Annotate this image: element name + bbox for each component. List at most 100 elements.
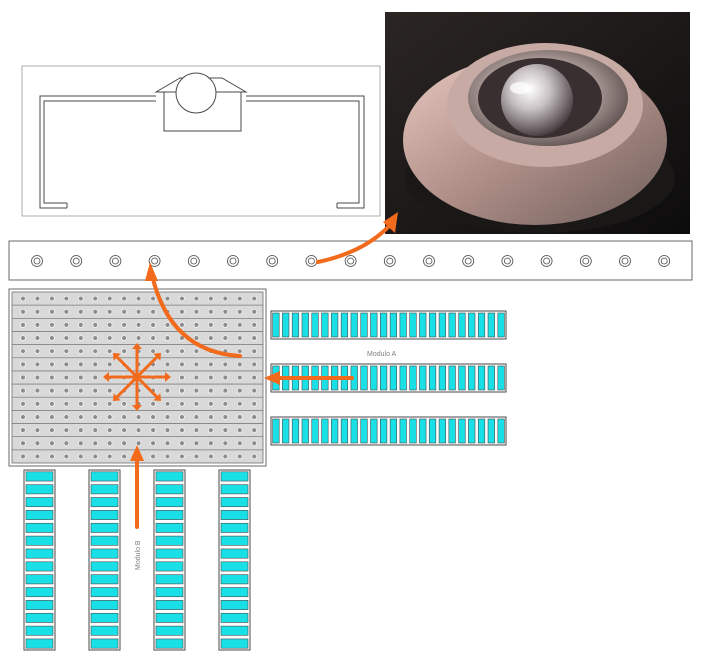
table-ball	[63, 309, 70, 315]
conveyor-slat	[90, 510, 119, 520]
table-ball	[121, 401, 127, 407]
table-ball	[208, 309, 214, 315]
table-ball	[20, 440, 26, 446]
conveyor-slat	[448, 418, 456, 444]
star-arrow-shaft	[135, 355, 159, 379]
table-ball	[179, 335, 185, 341]
conveyor-slat	[389, 418, 397, 444]
table-ball	[34, 427, 41, 433]
conveyor-slat	[399, 418, 407, 444]
table-ball	[63, 440, 70, 446]
table-ball	[135, 295, 142, 302]
arrow-from-module-a-head	[264, 371, 280, 385]
star-arrow-head	[153, 393, 162, 402]
conveyor-slat	[220, 497, 249, 508]
table-ball	[121, 335, 127, 341]
table-ball	[63, 322, 70, 328]
table-ball	[164, 387, 171, 394]
table-ball	[20, 387, 26, 394]
conveyor-slat	[458, 365, 466, 391]
conveyor-slat	[380, 365, 388, 391]
table-ball	[179, 440, 185, 446]
table-ball	[49, 427, 55, 433]
conveyor-slat	[220, 587, 249, 598]
strip-ball	[423, 255, 435, 267]
table-ball	[237, 374, 243, 381]
table-ball	[106, 335, 113, 341]
table-ball	[92, 453, 98, 460]
table-ball	[222, 387, 229, 394]
module-b-conveyor	[218, 469, 251, 651]
table-ball	[106, 309, 113, 315]
table-ball	[179, 453, 185, 460]
table-ball	[179, 361, 185, 368]
module-a-conveyor	[270, 416, 507, 446]
table-ball	[237, 309, 243, 315]
table-ball	[78, 322, 84, 328]
table-ball	[193, 414, 200, 420]
table-ball	[78, 427, 84, 433]
table-ball	[92, 401, 98, 407]
table-ball	[34, 348, 41, 354]
conveyor-slat	[155, 548, 184, 559]
table-ball	[208, 322, 214, 328]
conveyor-slat	[428, 312, 437, 338]
table-ball	[78, 453, 84, 460]
module-b-conveyor	[88, 469, 121, 651]
module-b-conveyor	[153, 469, 186, 651]
table-ball	[92, 414, 98, 420]
table-ball	[222, 453, 229, 460]
table-ball	[251, 427, 257, 433]
conveyor-slat	[419, 365, 427, 391]
table-ball	[106, 453, 113, 460]
table-ball	[106, 387, 113, 394]
table-ball	[20, 309, 26, 315]
conveyor-slat	[25, 510, 54, 520]
table-ball	[150, 335, 156, 341]
table-ball	[179, 322, 185, 328]
conveyor-slat	[155, 600, 184, 610]
conveyor-slat	[220, 535, 249, 546]
table-ball	[92, 335, 98, 341]
table-ball	[121, 295, 127, 302]
conveyor-slat	[220, 471, 249, 482]
table-ball	[121, 440, 127, 446]
table-ball	[193, 401, 200, 407]
table-ball	[237, 348, 243, 354]
table-ball	[49, 387, 55, 394]
table-ball	[179, 374, 185, 381]
strip-ball	[227, 255, 239, 267]
conveyor-slat	[220, 612, 249, 623]
table-ball	[135, 309, 142, 315]
table-ball	[237, 401, 243, 407]
conveyor-slat	[438, 418, 446, 444]
table-ball	[251, 295, 257, 302]
conveyor-slat	[25, 625, 54, 636]
conveyor-slat	[90, 600, 119, 610]
conveyor-slat	[350, 418, 358, 444]
table-ball	[208, 401, 214, 407]
module-b-conveyor	[23, 469, 56, 651]
table-ball	[251, 374, 257, 381]
table-ball	[20, 453, 26, 460]
table-ball	[222, 427, 229, 433]
table-ball	[150, 453, 156, 460]
conveyor-slat	[389, 365, 397, 391]
strip-ball	[305, 255, 318, 267]
table-ball	[78, 335, 84, 341]
table-ball	[121, 427, 127, 433]
table-ball	[251, 322, 257, 328]
table-ball	[78, 361, 84, 368]
table-ball	[150, 401, 156, 407]
table-ball	[49, 414, 55, 420]
conveyor-slat	[428, 418, 437, 444]
table-ball	[20, 335, 26, 341]
table-ball	[251, 401, 257, 407]
strip-ball	[658, 255, 671, 267]
conveyor-slat	[90, 561, 119, 572]
conveyor-slat	[438, 365, 446, 391]
conveyor-slat	[25, 561, 54, 572]
table-ball	[63, 348, 70, 354]
conveyor-slat	[155, 522, 184, 533]
